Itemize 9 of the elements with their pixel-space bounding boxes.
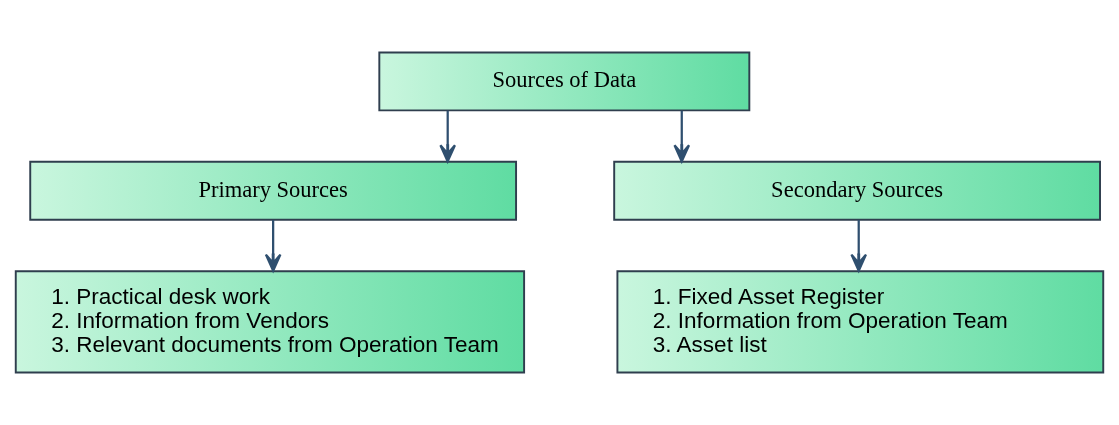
- arrow: [264, 219, 282, 272]
- node-box: Sources of Data: [378, 51, 751, 112]
- arrow: [439, 110, 457, 163]
- arrow: [673, 110, 691, 163]
- arrow: [850, 219, 868, 272]
- node-box: 1. Practical desk work 2. Information from Vendors 3. Relevant documents from Operation Team: [14, 270, 526, 374]
- node-box: 1. Fixed Asset Register 2. Information from Operation Team 3. Asset list: [616, 270, 1105, 374]
- node-box: Primary Sources: [29, 160, 518, 221]
- node-box: Secondary Sources: [613, 160, 1101, 221]
